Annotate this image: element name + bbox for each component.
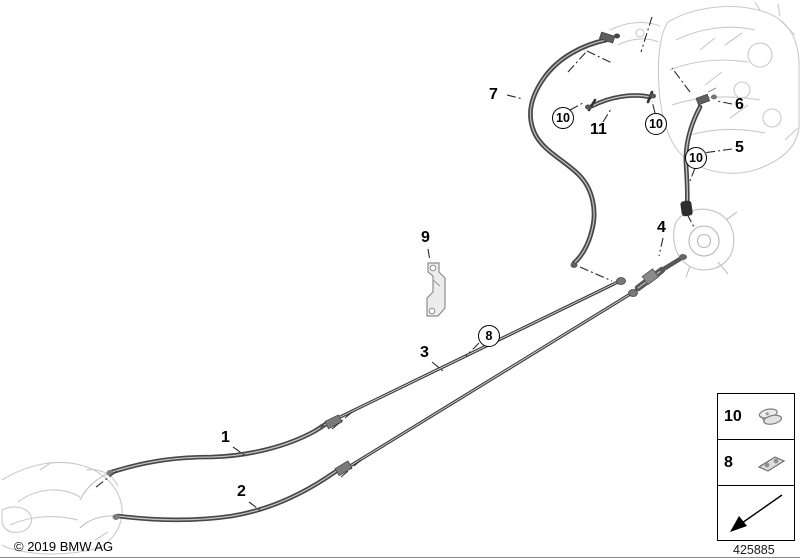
callout-5[interactable]: 5 <box>735 139 744 156</box>
hose-11 <box>585 90 656 112</box>
hose-clip-icon <box>758 407 783 425</box>
hose-7 <box>527 31 620 268</box>
callout-3[interactable]: 3 <box>420 344 429 361</box>
fitting-6 <box>695 87 717 106</box>
copyright-text: © 2019 BMW AG <box>14 539 114 554</box>
bottom-rule <box>0 557 800 558</box>
callout-1[interactable]: 1 <box>221 429 230 446</box>
section-arrow-icon <box>730 494 783 532</box>
callout-6[interactable]: 6 <box>735 96 744 113</box>
leader-lines <box>95 16 733 512</box>
pipe-couplings <box>319 414 353 477</box>
twin-coolant-pipes-3 <box>334 277 638 468</box>
callout-11[interactable]: 11 <box>590 121 607 138</box>
callout-4[interactable]: 4 <box>657 219 666 236</box>
callout-10-c[interactable]: 10 <box>685 147 707 169</box>
callout-10-b[interactable]: 10 <box>645 113 667 135</box>
callout-7[interactable]: 7 <box>489 86 498 103</box>
legend-section-symbol <box>718 486 794 540</box>
coolant-pump-sketch <box>673 208 738 278</box>
bracket-9 <box>426 262 446 317</box>
legend-row-8: 8 <box>718 440 794 486</box>
legend-label-8: 8 <box>724 453 733 471</box>
pipe-clamp-icon <box>757 455 786 472</box>
callout-2[interactable]: 2 <box>237 483 246 500</box>
diagram-part-number: 425885 <box>733 543 775 557</box>
coolant-pipe-1 <box>106 421 329 476</box>
callout-10-a[interactable]: 10 <box>552 107 574 129</box>
engine-sketch <box>609 1 800 174</box>
callout-8[interactable]: 8 <box>478 325 500 347</box>
legend: 10 8 <box>717 393 795 541</box>
connector-4 <box>634 254 687 292</box>
legend-row-10: 10 <box>718 394 794 440</box>
coolant-pipe-2 <box>112 467 341 523</box>
callout-9[interactable]: 9 <box>421 229 430 246</box>
legend-label-10: 10 <box>724 407 742 425</box>
